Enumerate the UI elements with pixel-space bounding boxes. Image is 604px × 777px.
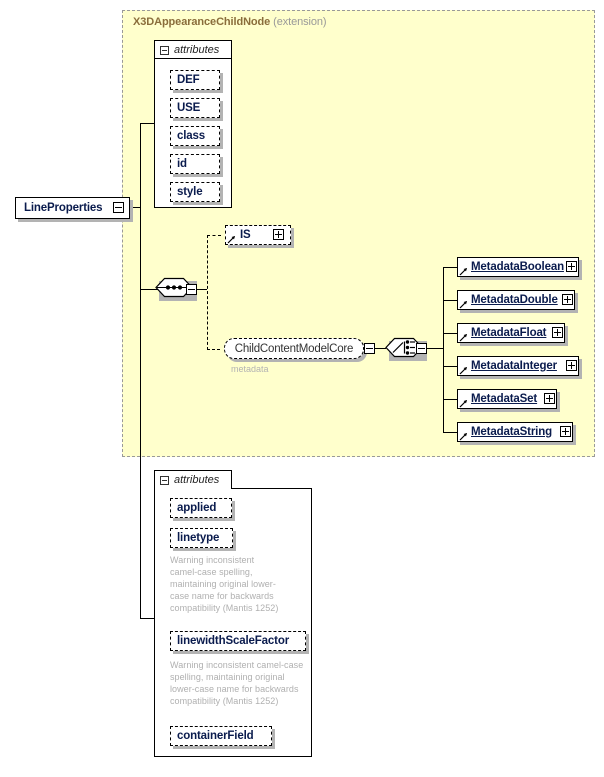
choice-symbol — [385, 337, 429, 361]
metadata-node-double[interactable]: MetadataDouble — [457, 290, 575, 310]
metadata-node-float[interactable]: MetadataFloat — [457, 323, 565, 343]
root-element-collapse-icon[interactable] — [113, 202, 124, 213]
group-ref-label: ChildContentModelCore — [234, 342, 354, 355]
connector-to-attributes — [140, 123, 154, 124]
choice-collapse-icon[interactable] — [416, 343, 427, 354]
attribute-label: id — [177, 158, 187, 170]
attribute-label: applied — [177, 502, 217, 514]
sequence-right-stub — [197, 289, 207, 290]
extension-title: X3DAppearanceChildNode (extension) — [133, 16, 327, 28]
metadata-node-string[interactable]: MetadataString — [457, 422, 573, 442]
metadata-stub-2 — [443, 333, 457, 334]
metadata-stub-5 — [443, 432, 457, 433]
attribute-label: linewidthScaleFactor — [177, 635, 290, 647]
metadata-node-boolean[interactable]: MetadataBoolean — [457, 257, 579, 277]
attribute-chip-applied[interactable]: applied — [170, 498, 232, 518]
attribute-chip-style[interactable]: style — [170, 182, 220, 202]
attribute-chip-def[interactable]: DEF — [170, 70, 220, 90]
group-ref-childcontentmodelcore[interactable]: ChildContentModelCore — [224, 338, 364, 359]
metadata-spine — [443, 267, 444, 433]
inherited-attributes-tab: attributes — [154, 40, 232, 59]
own-attributes-tab: attributes — [154, 470, 232, 489]
metadata-node-expand-icon[interactable] — [566, 360, 577, 371]
metadata-node-integer[interactable]: MetadataInteger — [457, 356, 579, 376]
metadata-node-label: MetadataFloat — [471, 327, 547, 339]
metadata-node-expand-icon[interactable] — [544, 393, 555, 404]
sequence-branch-riser — [207, 235, 208, 350]
sequence-collapse-icon[interactable] — [186, 284, 197, 295]
attribute-chip-class[interactable]: class — [170, 126, 220, 146]
own-attributes-title: attributes — [174, 474, 220, 486]
branch-to-is — [207, 235, 221, 236]
attribute-note-linewidthscalefactor: Warning inconsistent camel-case spelling… — [170, 660, 304, 707]
attribute-chip-containerfield[interactable]: containerField — [170, 726, 272, 746]
inherited-attributes-title: attributes — [174, 44, 220, 56]
attribute-chip-id[interactable]: id — [170, 154, 220, 174]
attribute-label: style — [177, 186, 203, 198]
metadata-node-set[interactable]: MetadataSet — [457, 389, 557, 409]
group-ref-sublabel: metadata — [231, 364, 269, 374]
attribute-chip-linewidthscalefactor[interactable]: linewidthScaleFactor — [170, 631, 306, 651]
sequence-left-stub — [150, 289, 158, 290]
root-element-label: LineProperties — [24, 202, 103, 214]
attribute-label: class — [177, 130, 206, 142]
is-element-expand-icon[interactable] — [273, 229, 284, 240]
extension-kind-label: (extension) — [273, 16, 327, 28]
tab-seam — [155, 487, 231, 489]
metadata-stub-4 — [443, 399, 457, 400]
attribute-chip-linetype[interactable]: linetype — [170, 528, 233, 548]
extension-base-name: X3DAppearanceChildNode — [133, 16, 271, 28]
sequence-symbol — [155, 277, 199, 301]
connector-to-own-attributes — [140, 618, 154, 619]
choice-right-stub — [427, 348, 443, 349]
metadata-node-label: MetadataString — [471, 426, 552, 438]
root-element-lineproperties[interactable]: LineProperties — [15, 197, 130, 219]
connector-trunk — [140, 123, 141, 618]
metadata-stub-3 — [443, 366, 457, 367]
metadata-stub-1 — [443, 300, 457, 301]
connector-to-sequence — [140, 289, 156, 290]
collapse-icon[interactable] — [160, 45, 169, 55]
attribute-label: containerField — [177, 730, 254, 742]
metadata-node-label: MetadataInteger — [471, 360, 557, 372]
metadata-node-expand-icon[interactable] — [566, 261, 577, 272]
metadata-node-label: MetadataBoolean — [471, 261, 564, 273]
group-ref-collapse-icon[interactable] — [364, 343, 375, 354]
metadata-node-expand-icon[interactable] — [562, 294, 573, 305]
metadata-node-label: MetadataSet — [471, 393, 538, 405]
attribute-label: DEF — [177, 74, 200, 86]
group-ref-to-choice — [375, 348, 386, 349]
is-element-label: IS — [240, 229, 251, 241]
metadata-node-expand-icon[interactable] — [560, 426, 571, 437]
branch-to-group-ref — [207, 349, 220, 350]
attribute-label: linetype — [177, 532, 220, 544]
metadata-stub-0 — [443, 267, 457, 268]
collapse-icon[interactable] — [160, 475, 169, 485]
metadata-node-label: MetadataDouble — [471, 294, 558, 306]
metadata-node-expand-icon[interactable] — [552, 327, 563, 338]
attribute-note-linetype: Warning inconsistent camel-case spelling… — [170, 555, 279, 614]
attribute-chip-use[interactable]: USE — [170, 98, 220, 118]
attribute-label: USE — [177, 102, 201, 114]
